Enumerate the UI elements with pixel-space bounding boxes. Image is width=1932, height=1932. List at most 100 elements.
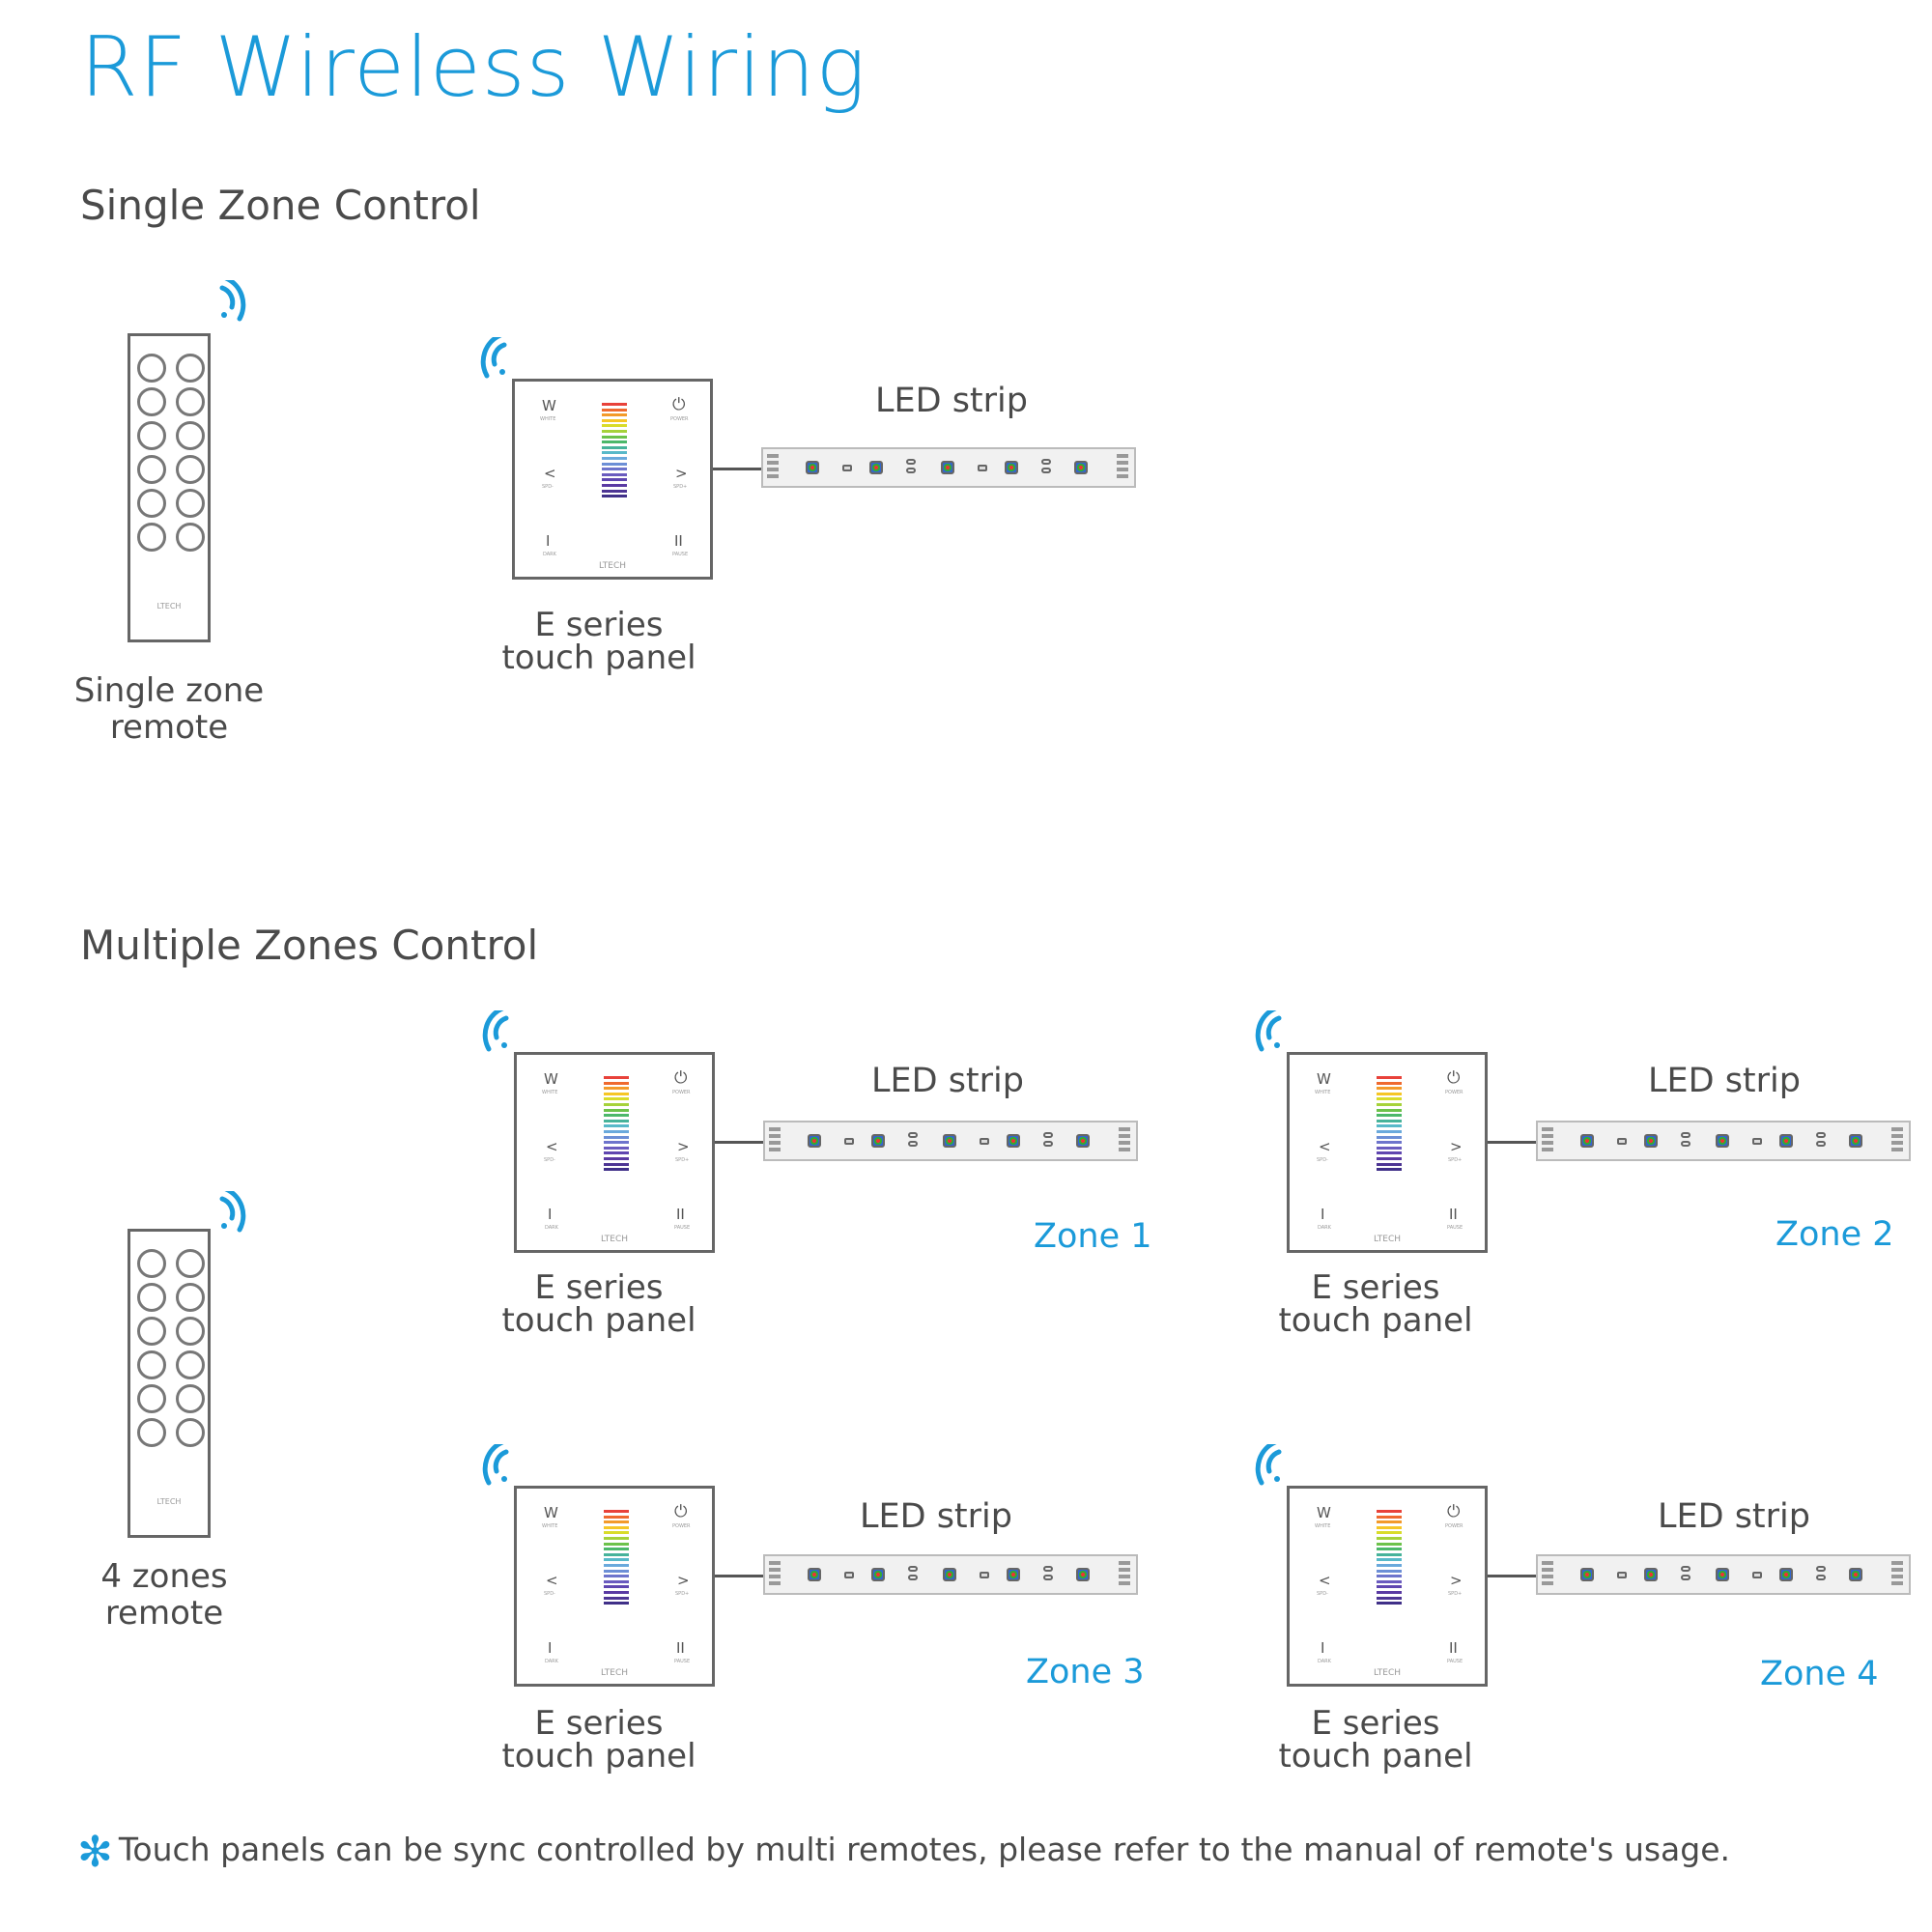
white-key[interactable]: W [544, 1070, 558, 1088]
remote-button[interactable] [176, 455, 205, 484]
rgb-led-chip [1076, 1134, 1090, 1148]
power-icon[interactable]: ⏻ [672, 395, 686, 414]
remote-button[interactable] [176, 1317, 205, 1346]
touch-panel-label: E series touch panel [483, 609, 715, 674]
led-strip-label: LED strip [875, 382, 1028, 420]
led-strip-label: LED strip [1648, 1062, 1801, 1100]
color-slider[interactable] [604, 1510, 629, 1607]
touch-panel-label: E series touch panel [1260, 1271, 1492, 1337]
remote-button[interactable] [137, 1317, 166, 1346]
white-key[interactable]: W [1317, 1070, 1331, 1088]
color-slider[interactable] [602, 403, 627, 500]
rgb-led-chip [1849, 1134, 1862, 1148]
dark-key[interactable]: I [548, 1639, 553, 1657]
right-key[interactable]: > [1450, 1138, 1463, 1155]
pause-key[interactable]: II [1449, 1639, 1458, 1657]
color-slider[interactable] [1377, 1076, 1402, 1174]
panel-label-line-2: touch panel [1278, 1737, 1473, 1776]
right-key-caption: SPD+ [1448, 1591, 1463, 1597]
dark-key[interactable]: I [1321, 1206, 1325, 1223]
resistor [844, 1572, 854, 1578]
remote-button[interactable] [176, 1418, 205, 1447]
strip-solder-pads [1891, 1127, 1905, 1154]
white-key[interactable]: W [542, 397, 556, 414]
dark-key[interactable]: I [1321, 1639, 1325, 1657]
rgb-led-chip [1779, 1568, 1793, 1581]
panel-brand: LTECH [598, 561, 626, 571]
dark-key[interactable]: I [548, 1206, 553, 1223]
left-key[interactable]: < [546, 1138, 558, 1155]
dark-key[interactable]: I [546, 532, 551, 550]
remote-button[interactable] [176, 421, 205, 450]
remote-button[interactable] [137, 523, 166, 552]
white-key-caption: WHITE [1315, 1523, 1331, 1529]
power-icon[interactable]: ⏻ [1447, 1502, 1461, 1521]
single-zone-remote-label: Single zone remote [58, 674, 280, 744]
left-key[interactable]: < [1319, 1138, 1331, 1155]
right-key-caption: SPD+ [673, 484, 688, 490]
left-key[interactable]: < [1319, 1572, 1331, 1589]
resistor [1617, 1138, 1627, 1145]
dark-key-caption: DARK [545, 1225, 558, 1231]
remote-button[interactable] [137, 1384, 166, 1413]
rgb-led-chip [1644, 1568, 1658, 1581]
right-key[interactable]: > [675, 465, 688, 482]
remote-button[interactable] [176, 523, 205, 552]
white-key[interactable]: W [1317, 1504, 1331, 1521]
strip-solder-pads [1542, 1561, 1555, 1588]
power-icon[interactable]: ⏻ [1447, 1068, 1461, 1088]
resistor [978, 465, 987, 471]
pause-key[interactable]: II [1449, 1206, 1458, 1223]
power-icon[interactable]: ⏻ [674, 1068, 688, 1088]
remote-button[interactable] [176, 387, 205, 416]
remote-button[interactable] [176, 1350, 205, 1379]
resistor [1617, 1572, 1627, 1578]
led-strip [763, 1121, 1138, 1161]
wifi-signal-icon [1240, 1439, 1283, 1487]
remote-button[interactable] [137, 455, 166, 484]
remote-button[interactable] [176, 354, 205, 383]
left-key[interactable]: < [546, 1572, 558, 1589]
connection-wire [715, 1141, 763, 1144]
capacitor [1681, 1566, 1690, 1583]
remote-button[interactable] [137, 421, 166, 450]
remote-button[interactable] [176, 489, 205, 518]
remote-button[interactable] [137, 1418, 166, 1447]
pause-key-caption: PAUSE [674, 1659, 691, 1664]
resistor [1752, 1138, 1762, 1145]
remote-button[interactable] [137, 1350, 166, 1379]
wifi-signal-icon [218, 275, 261, 323]
remote-button[interactable] [176, 1384, 205, 1413]
left-key-caption: SPD- [1317, 1591, 1328, 1597]
connection-wire [715, 1575, 763, 1577]
remote-button[interactable] [137, 354, 166, 383]
panel-label-line-2: touch panel [1278, 1301, 1473, 1340]
panel-label-line-1: E series [1311, 1268, 1440, 1307]
remote-button-grid [137, 354, 205, 552]
led-strip [763, 1554, 1138, 1595]
pause-key[interactable]: II [676, 1639, 685, 1657]
white-key[interactable]: W [544, 1504, 558, 1521]
power-icon[interactable]: ⏻ [674, 1502, 688, 1521]
remote-button[interactable] [137, 1249, 166, 1278]
remote-button[interactable] [176, 1283, 205, 1312]
remote-brand: LTECH [156, 602, 182, 611]
zone-label: Zone 4 [1760, 1655, 1879, 1693]
left-key[interactable]: < [544, 465, 556, 482]
rgb-led-chip [1849, 1568, 1862, 1581]
pause-key[interactable]: II [676, 1206, 685, 1223]
pause-key-caption: PAUSE [1447, 1225, 1463, 1231]
color-slider[interactable] [1377, 1510, 1402, 1607]
remote-button[interactable] [137, 387, 166, 416]
remote-button[interactable] [137, 1283, 166, 1312]
right-key[interactable]: > [1450, 1572, 1463, 1589]
pause-key[interactable]: II [674, 532, 683, 550]
remote-button[interactable] [137, 489, 166, 518]
remote-button[interactable] [176, 1249, 205, 1278]
wifi-signal-icon [468, 1439, 510, 1487]
color-slider[interactable] [604, 1076, 629, 1174]
right-key[interactable]: > [677, 1572, 690, 1589]
right-key[interactable]: > [677, 1138, 690, 1155]
rgb-led-chip [808, 1568, 821, 1581]
